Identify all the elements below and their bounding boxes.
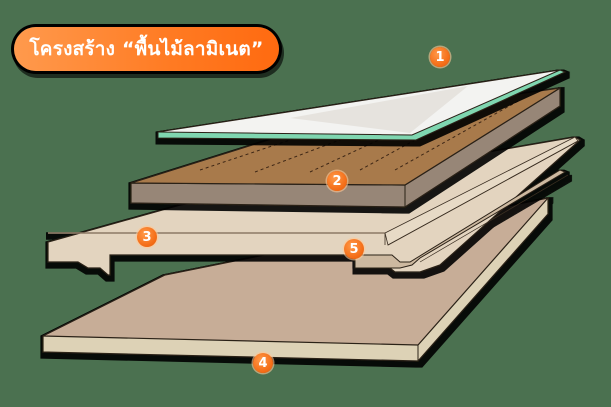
layer-2-badge: 2 (327, 171, 347, 191)
layer-3-badge: 3 (137, 227, 157, 247)
layer-4-badge: 4 (253, 353, 273, 373)
layer-1-badge: 1 (430, 47, 450, 67)
layer-5-badge: 5 (344, 239, 364, 259)
layer-1-overlay (157, 69, 567, 141)
title-banner: โครงสร้าง “พื้นไม้ลามิเนต” (14, 27, 279, 71)
